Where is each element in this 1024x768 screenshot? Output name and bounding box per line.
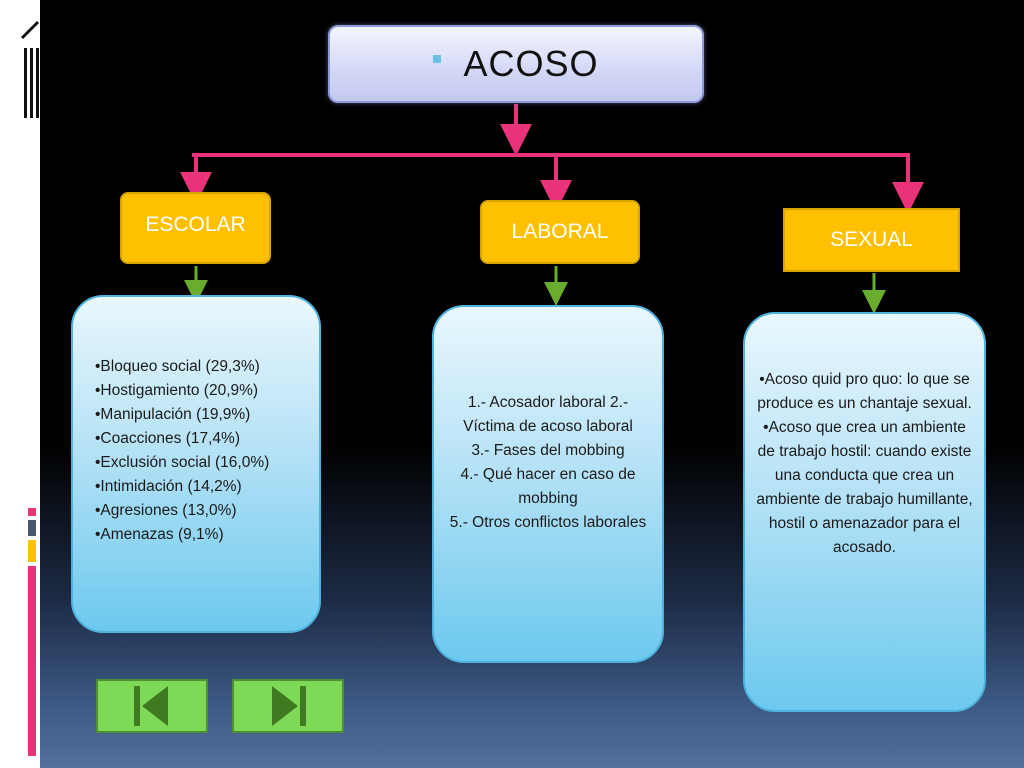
list-item: •Acoso quid pro quo: lo que se produce e…: [757, 371, 972, 412]
list-item: •Exclusión social (16,0%): [95, 454, 270, 471]
skip-previous-icon: [134, 686, 168, 726]
next-slide-button[interactable]: [232, 679, 344, 733]
category-sexual-label: SEXUAL: [830, 228, 913, 251]
accent-bars: [28, 508, 38, 758]
detail-laboral: 1.- Acosador laboral 2.- Víctima de acos…: [432, 305, 664, 663]
list-item: 1.- Acosador laboral 2.- Víctima de acos…: [463, 394, 633, 435]
list-item: 4.- Qué hacer en caso de mobbing: [460, 466, 636, 507]
decorative-lines-icon: [20, 20, 40, 118]
list-item: •Amenazas (9,1%): [95, 526, 224, 543]
previous-slide-button[interactable]: [96, 679, 208, 733]
category-laboral: LABORAL: [480, 200, 640, 264]
list-item: •Coacciones (17,4%): [95, 430, 240, 447]
bullet-icon: [433, 55, 442, 63]
list-item: •Intimidación (14,2%): [95, 478, 242, 495]
detail-sexual: •Acoso quid pro quo: lo que se produce e…: [743, 312, 986, 712]
category-escolar-label: ESCOLAR: [145, 213, 246, 236]
list-item: 3.- Fases del mobbing: [471, 442, 625, 459]
list-item: •Bloqueo social (29,3%): [95, 358, 260, 375]
category-escolar: ESCOLAR: [120, 192, 271, 264]
list-item: •Agresiones (13,0%): [95, 502, 237, 519]
root-node-acoso: ACOSO: [328, 25, 704, 103]
root-label: ACOSO: [463, 43, 599, 84]
category-sexual: SEXUAL: [783, 208, 960, 272]
list-item: •Manipulación (19,9%): [95, 406, 251, 423]
category-laboral-label: LABORAL: [511, 220, 609, 243]
list-item: •Acoso que crea un ambiente de trabajo h…: [756, 419, 973, 556]
list-item: •Hostigamiento (20,9%): [95, 382, 259, 399]
skip-next-icon: [272, 686, 306, 726]
detail-escolar: •Bloqueo social (29,3%) •Hostigamiento (…: [71, 295, 321, 633]
list-item: 5.- Otros conflictos laborales: [449, 514, 647, 531]
